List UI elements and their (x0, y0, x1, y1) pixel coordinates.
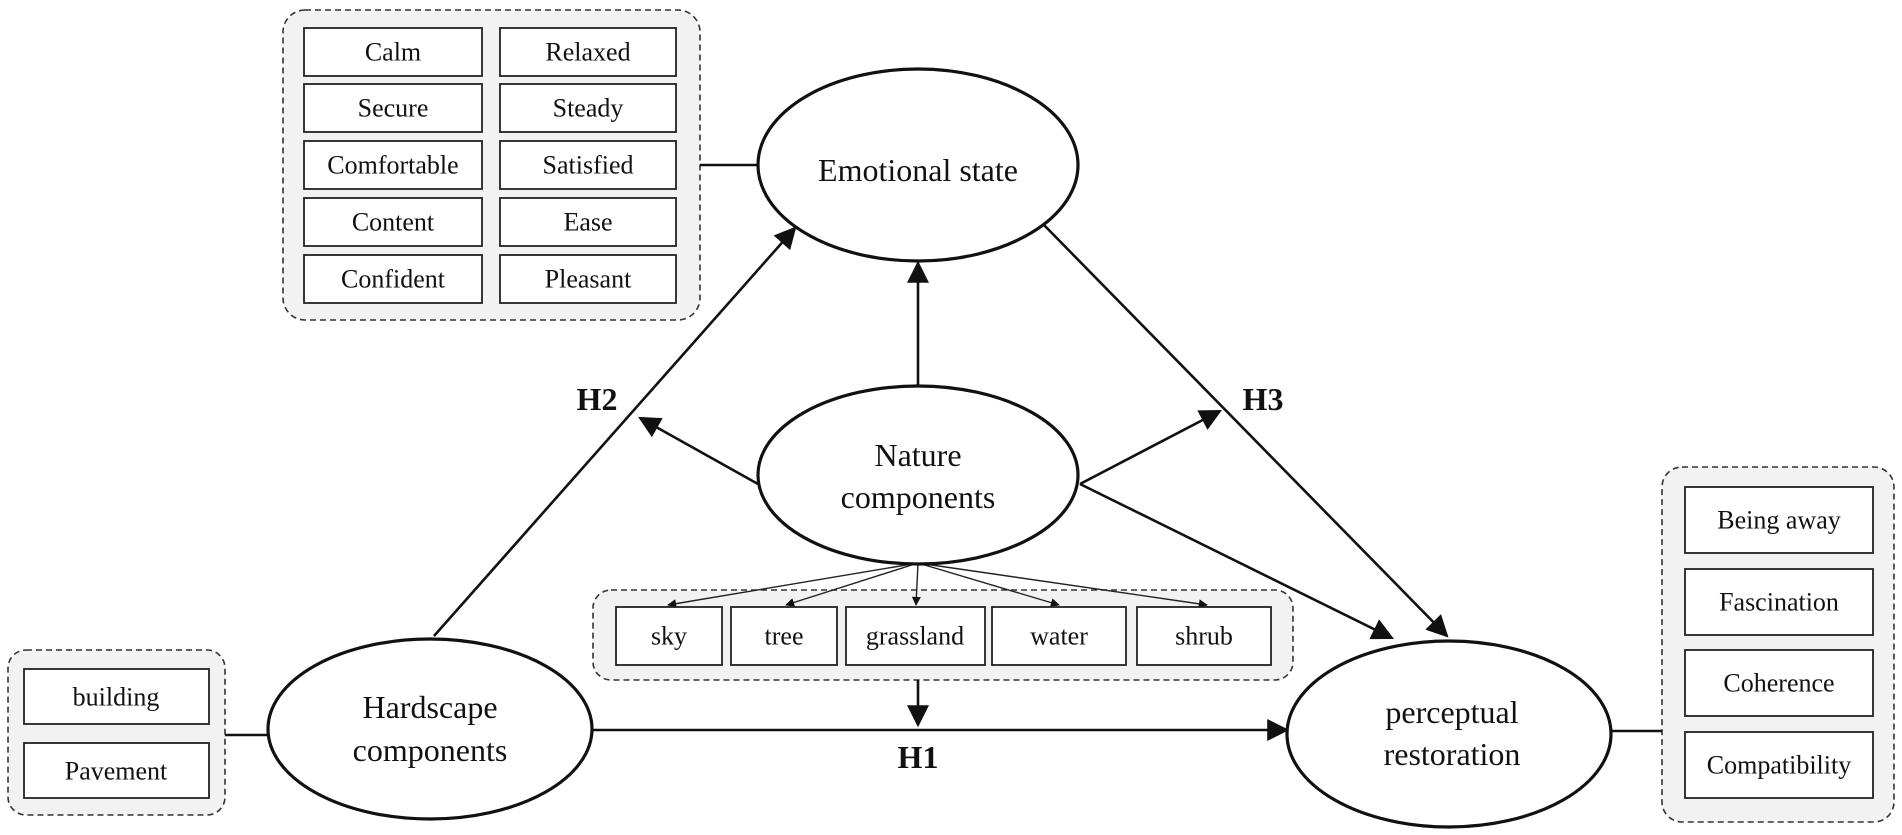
nature-item: shrub (1136, 606, 1272, 666)
svg-text:grassland: grassland (866, 622, 964, 651)
svg-text:Pavement: Pavement (65, 757, 168, 786)
emotion-item: Steady (499, 83, 677, 133)
nature-to-grassland-arrow (911, 562, 921, 606)
restoration-label-line1: perceptual (1385, 694, 1518, 730)
svg-text:building: building (73, 683, 160, 712)
restoration-label-line2: restoration (1384, 736, 1521, 772)
emotion-to-restoration-arrow (1042, 223, 1449, 638)
emotional-state-label: Emotional state (818, 152, 1018, 188)
emotion-item: Secure (303, 83, 483, 133)
nature-to-water-arrow (917, 562, 1060, 608)
hardscape-label-line1: Hardscape (362, 689, 497, 725)
nature-label-line1: Nature (874, 437, 961, 473)
svg-text:Steady: Steady (553, 94, 624, 123)
emotion-item: Relaxed (499, 27, 677, 77)
hardscape-item: Pavement (23, 742, 210, 799)
svg-text:Coherence: Coherence (1723, 669, 1834, 698)
nature-components-node: Nature components (756, 384, 1080, 566)
svg-text:Relaxed: Relaxed (545, 38, 630, 67)
nature-item: grassland (845, 606, 986, 666)
svg-text:Being away: Being away (1717, 506, 1840, 535)
nature-item: sky (615, 606, 723, 666)
emotion-item: Comfortable (303, 140, 483, 190)
emotion-item: Content (303, 197, 483, 247)
svg-text:Content: Content (352, 208, 435, 237)
emotion-item: Confident (303, 254, 483, 304)
svg-text:Compatibility: Compatibility (1707, 751, 1851, 780)
hypothesis-h1-label: H1 (898, 739, 939, 775)
nature-to-shrub-arrow (917, 562, 1208, 609)
nature-to-h3-path-arrow (1079, 409, 1222, 486)
svg-text:Confident: Confident (341, 265, 446, 294)
hardscape-label-line2: components (353, 732, 508, 768)
svg-text:Calm: Calm (365, 38, 421, 67)
hypothesis-h3-label: H3 (1243, 381, 1284, 417)
svg-text:Pleasant: Pleasant (545, 265, 632, 294)
hypothesis-h2-label: H2 (577, 381, 618, 417)
nature-item: water (991, 606, 1127, 666)
svg-text:Secure: Secure (358, 94, 429, 123)
emotion-item: Pleasant (499, 254, 677, 304)
restoration-item: Coherence (1684, 649, 1874, 717)
nature-to-h2-path-arrow (638, 416, 759, 486)
nature-to-tree-arrow (785, 562, 919, 607)
restoration-item: Compatibility (1684, 731, 1874, 799)
svg-text:shrub: shrub (1175, 622, 1233, 651)
emotion-item: Calm (303, 27, 483, 77)
svg-text:water: water (1030, 622, 1088, 651)
svg-text:Fascination: Fascination (1719, 588, 1839, 617)
svg-text:Comfortable: Comfortable (327, 151, 458, 180)
nature-to-restoration-arrow (1079, 482, 1394, 640)
perceptual-restoration-node: perceptual restoration (1285, 639, 1613, 829)
svg-text:tree: tree (765, 622, 804, 651)
hardscape-item: building (23, 668, 210, 725)
hardscape-components-node: Hardscape components (266, 637, 594, 821)
hardscape-to-emotion-arrow (433, 226, 797, 637)
svg-text:Satisfied: Satisfied (543, 151, 634, 180)
svg-text:Ease: Ease (563, 208, 612, 237)
emotion-item: Satisfied (499, 140, 677, 190)
emotional-state-node: Emotional state (756, 67, 1080, 263)
nature-to-sky-arrow (667, 562, 919, 609)
restoration-item: Fascination (1684, 568, 1874, 636)
restoration-item: Being away (1684, 486, 1874, 554)
emotion-item: Ease (499, 197, 677, 247)
nature-item: tree (730, 606, 838, 666)
svg-text:sky: sky (651, 622, 687, 651)
nature-label-line2: components (841, 479, 996, 515)
